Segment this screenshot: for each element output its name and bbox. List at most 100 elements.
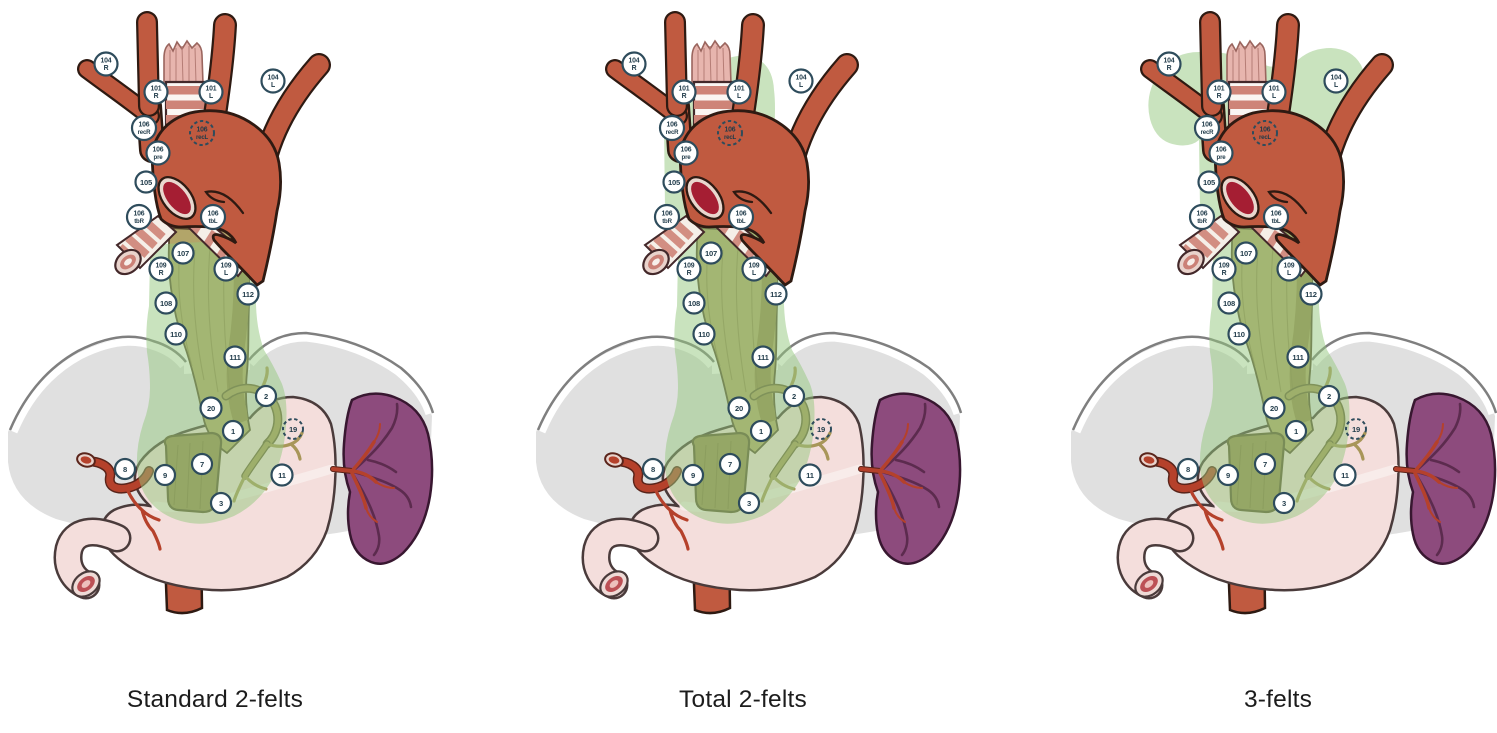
node-label: 8 — [651, 465, 655, 474]
node-circle — [236, 282, 260, 306]
node-9: 9 — [1216, 463, 1240, 487]
node-circle — [148, 256, 174, 282]
node-label: 105 — [668, 178, 681, 187]
node-label: 9 — [1226, 471, 1230, 480]
node-circle — [145, 140, 171, 166]
node-circle — [621, 51, 647, 77]
node-circle — [1272, 491, 1296, 515]
node-circle — [1206, 79, 1232, 105]
node-label: 11 — [806, 471, 815, 480]
node-label: 20 — [1270, 404, 1278, 413]
node-circle — [260, 68, 286, 94]
node-circle — [1261, 79, 1287, 105]
node-circle — [641, 457, 665, 481]
node-label: 1 — [1294, 427, 1299, 436]
node-circle — [1252, 120, 1278, 146]
node-7: 7 — [718, 452, 742, 476]
node-20: 20 — [1262, 396, 1286, 420]
node-111: 111 — [751, 345, 775, 369]
node-label: 107 — [1240, 249, 1252, 258]
node-label: 1 — [231, 427, 236, 436]
node-1: 1 — [221, 419, 245, 443]
node-label: 108 — [160, 299, 172, 308]
node-circle — [671, 79, 697, 105]
node-label: 2 — [1327, 392, 1331, 401]
node-circle — [1188, 203, 1216, 231]
node-circle — [1208, 140, 1234, 166]
node-107: 107 — [1234, 241, 1258, 265]
node-110: 110 — [164, 322, 188, 346]
node-2: 2 — [254, 384, 278, 408]
node-label: 107 — [705, 249, 717, 258]
node-label: 20 — [207, 404, 215, 413]
node-112: 112 — [764, 282, 788, 306]
node-circle — [199, 203, 227, 231]
node-label: 110 — [698, 330, 710, 339]
node-label: 20 — [735, 404, 743, 413]
node-105: 105 — [662, 170, 686, 194]
node-112: 112 — [236, 282, 260, 306]
node-112: 112 — [1299, 282, 1323, 306]
node-19: 19 — [1345, 418, 1367, 440]
node-9: 9 — [681, 463, 705, 487]
node-circle — [282, 418, 304, 440]
node-circle — [1156, 51, 1182, 77]
node-11: 11 — [1333, 463, 1357, 487]
node-111: 111 — [1286, 345, 1310, 369]
node-circle — [717, 120, 743, 146]
node-circle — [190, 452, 214, 476]
node-label: 7 — [1263, 460, 1267, 469]
node-circle — [125, 203, 153, 231]
node-label: 9 — [163, 471, 167, 480]
node-circle — [198, 79, 224, 105]
node-2: 2 — [1317, 384, 1341, 408]
node-107: 107 — [699, 241, 723, 265]
node-circle — [1317, 384, 1341, 408]
node-label: 111 — [229, 353, 241, 362]
node-1: 1 — [1284, 419, 1308, 443]
node-circle — [751, 345, 775, 369]
node-circle — [223, 345, 247, 369]
node-circle — [1323, 68, 1349, 94]
node-label: 8 — [123, 465, 127, 474]
node-circle — [662, 170, 686, 194]
node-circle — [154, 291, 178, 315]
node-circle — [134, 170, 158, 194]
node-circle — [1227, 322, 1251, 346]
node-circle — [1234, 241, 1258, 265]
node-label: 7 — [728, 460, 732, 469]
node-105: 105 — [1197, 170, 1221, 194]
node-circle — [254, 384, 278, 408]
node-circle — [213, 256, 239, 282]
node-circle — [171, 241, 195, 265]
